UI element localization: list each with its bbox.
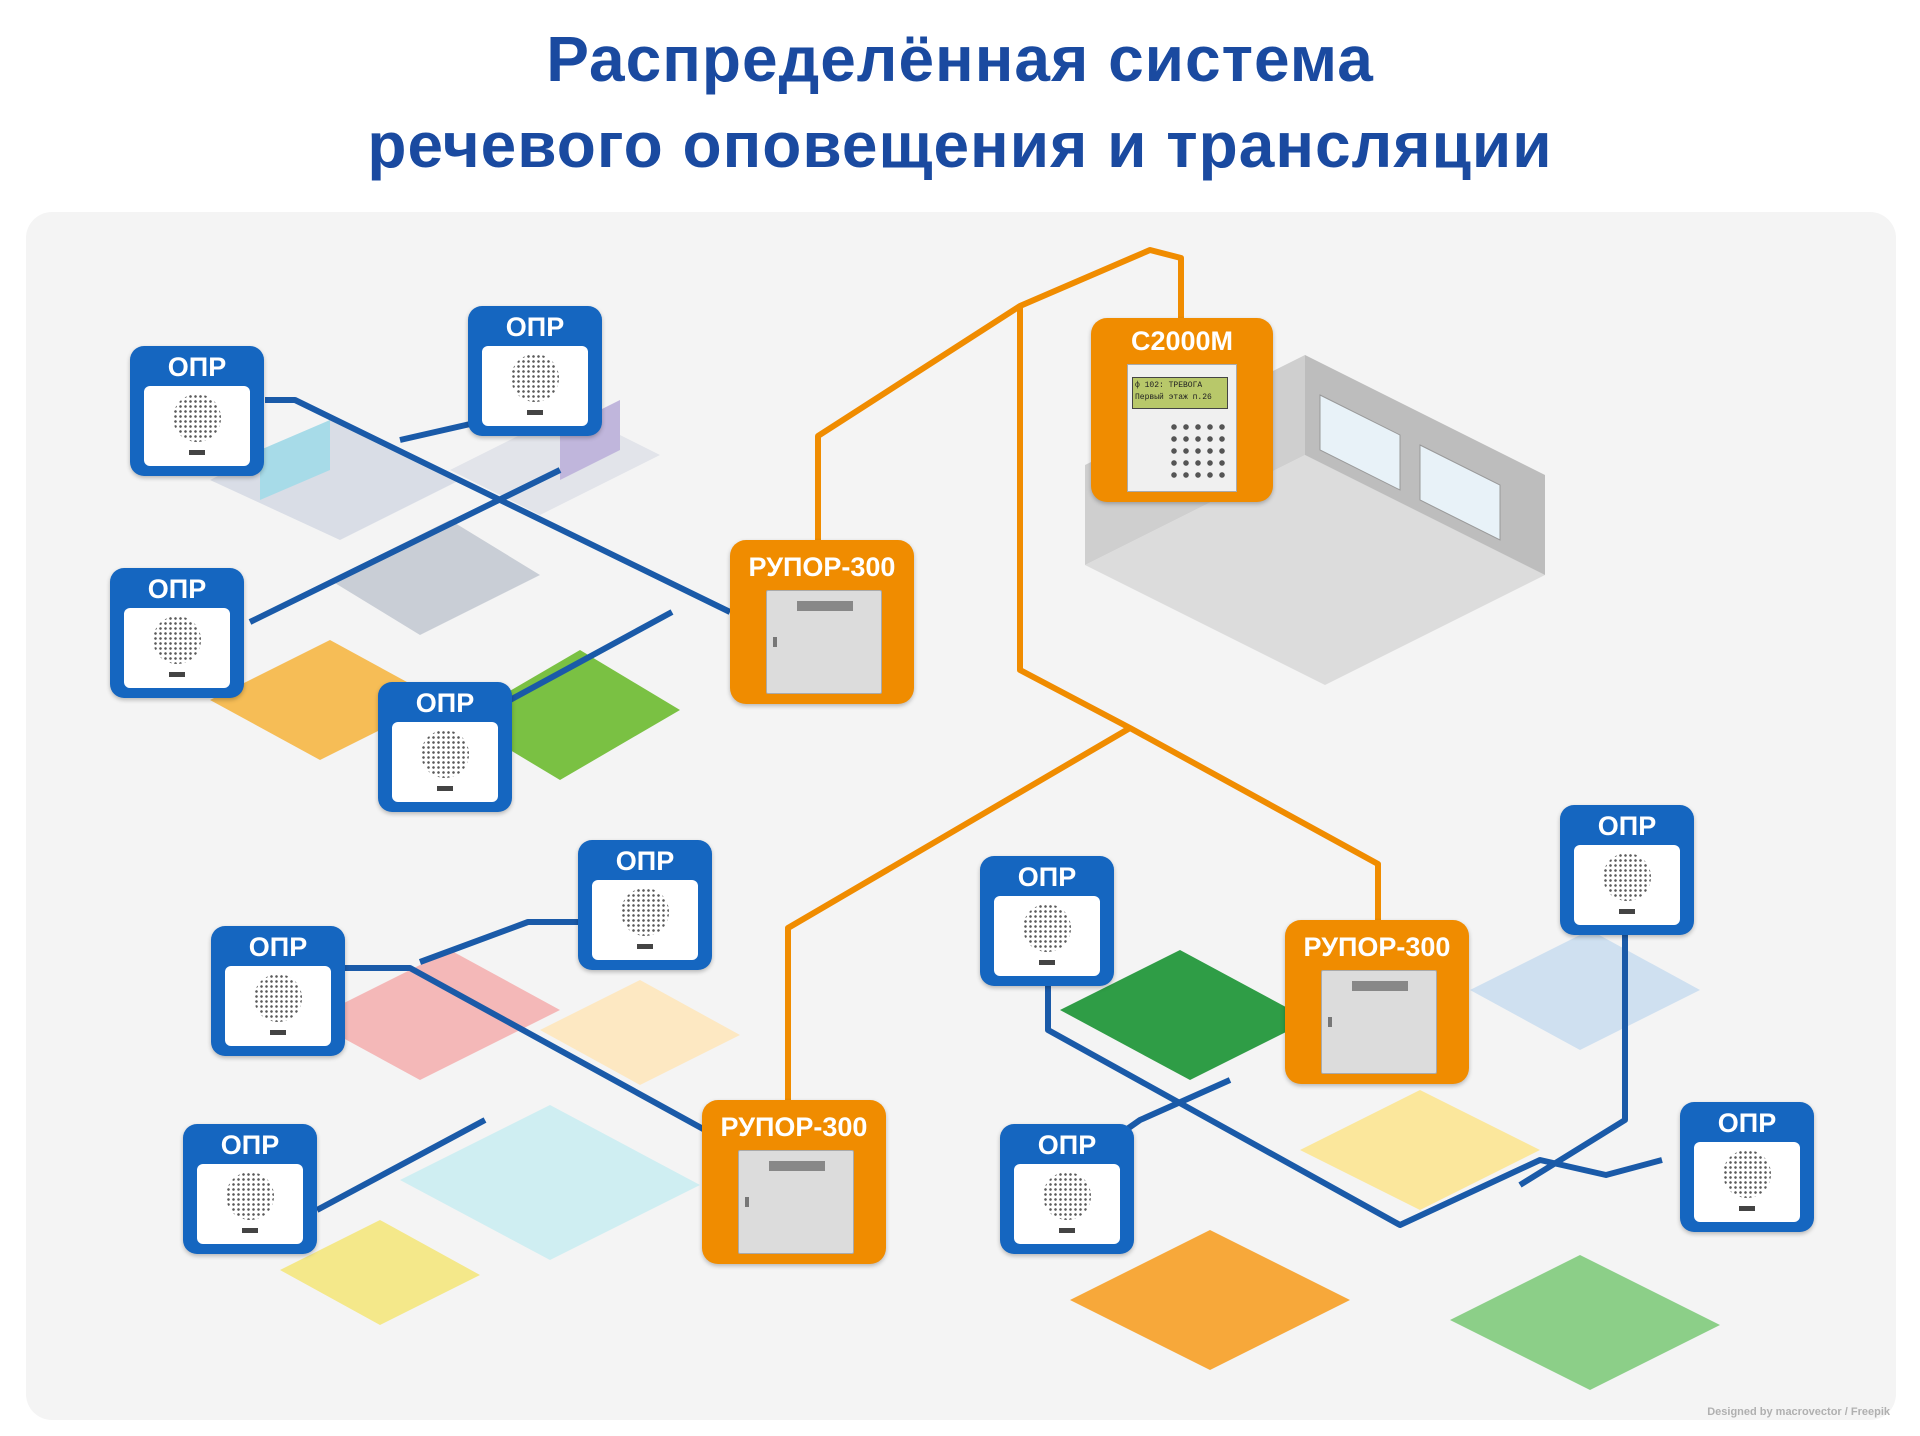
scene-mall-hall (210, 400, 680, 780)
speaker-grill-icon (1043, 1172, 1091, 1220)
opr-label: ОПР (167, 352, 227, 382)
page-title-line-2: речевого оповещения и трансляции (367, 109, 1553, 181)
speaker-grill-icon (1723, 1150, 1771, 1198)
opr-speaker-6[interactable]: ОПР (211, 926, 345, 1056)
brand-tag-icon (270, 1030, 286, 1035)
brand-tag-icon (1619, 909, 1635, 914)
speaker-grill-icon (1023, 904, 1071, 952)
opr-speaker-8[interactable]: ОПР (980, 856, 1114, 986)
speaker-face (1694, 1142, 1800, 1222)
controller-screen-line-1: ф 102: ТРЕВОГА (1135, 381, 1203, 390)
cabinet-plate (797, 601, 853, 611)
opr-speaker-11[interactable]: ОПР (1680, 1102, 1814, 1232)
brand-tag-icon (1739, 1206, 1755, 1211)
rupor-amplifier-3[interactable]: РУПОР-300 (702, 1100, 886, 1264)
brand-tag-icon (437, 786, 453, 791)
cabinet-lock (773, 637, 777, 647)
rupor-label: РУПОР-300 (748, 552, 896, 582)
brand-tag-icon (169, 672, 185, 677)
speaker-grill-icon (421, 730, 469, 778)
amplifier-cabinet-icon (766, 590, 882, 694)
cabinet-lock (745, 1197, 749, 1207)
speaker-face (197, 1164, 303, 1244)
brand-tag-icon (1039, 960, 1055, 965)
opr-label: ОПР (1037, 1130, 1097, 1160)
cabinet-lock (1328, 1017, 1332, 1027)
opr-speaker-3[interactable]: ОПР (110, 568, 244, 698)
brand-tag-icon (242, 1228, 258, 1233)
control-panel-icon: ф 102: ТРЕВОГА Первый этаж п.26 (1127, 364, 1237, 492)
opr-speaker-7[interactable]: ОПР (183, 1124, 317, 1254)
scene-shopping-center (1060, 930, 1720, 1390)
speaker-grill-icon (173, 394, 221, 442)
rupor-amplifier-1[interactable]: РУПОР-300 (730, 540, 914, 704)
opr-speaker-2[interactable]: ОПР (468, 306, 602, 436)
opr-speaker-5[interactable]: ОПР (578, 840, 712, 970)
brand-tag-icon (1059, 1228, 1075, 1233)
speaker-face (225, 966, 331, 1046)
scene-food-court (280, 950, 740, 1325)
opr-label: ОПР (505, 312, 565, 342)
c2000m-label: С2000М (1130, 326, 1234, 356)
opr-label: ОПР (1717, 1108, 1777, 1138)
opr-label: ОПР (248, 932, 308, 962)
rupor-label: РУПОР-300 (1303, 932, 1451, 962)
amplifier-cabinet-icon (738, 1150, 854, 1254)
cabinet-plate (769, 1161, 825, 1171)
opr-label: ОПР (1597, 811, 1657, 841)
keypad-icon (1168, 421, 1228, 483)
opr-speaker-9[interactable]: ОПР (1560, 805, 1694, 935)
speaker-grill-icon (153, 616, 201, 664)
controller-screen-line-2: Первый этаж п.26 (1135, 393, 1212, 402)
speaker-face (392, 722, 498, 802)
speaker-face (592, 880, 698, 960)
speaker-grill-icon (1603, 853, 1651, 901)
opr-speaker-10[interactable]: ОПР (1000, 1124, 1134, 1254)
rupor-label: РУПОР-300 (720, 1112, 868, 1142)
speaker-face (482, 346, 588, 426)
opr-label: ОПР (415, 688, 475, 718)
opr-label: ОПР (1017, 862, 1077, 892)
trunk-lines (785, 247, 1381, 1110)
brand-tag-icon (527, 410, 543, 415)
amplifier-cabinet-icon (1321, 970, 1437, 1074)
speaker-lines (248, 397, 1663, 1228)
opr-label: ОПР (615, 846, 675, 876)
cabinet-plate (1352, 981, 1408, 991)
c2000m-controller[interactable]: С2000М ф 102: ТРЕВОГА Первый этаж п.26 (1091, 318, 1273, 502)
speaker-face (124, 608, 230, 688)
opr-speaker-4[interactable]: ОПР (378, 682, 512, 812)
brand-tag-icon (189, 450, 205, 455)
speaker-grill-icon (511, 354, 559, 402)
speaker-face (144, 386, 250, 466)
brand-tag-icon (637, 944, 653, 949)
page-title-line-1: Распределённая система (546, 23, 1374, 95)
opr-label: ОПР (147, 574, 207, 604)
opr-label: ОПР (220, 1130, 280, 1160)
speaker-face (1014, 1164, 1120, 1244)
speaker-face (994, 896, 1100, 976)
speaker-grill-icon (226, 1172, 274, 1220)
speaker-grill-icon (621, 888, 669, 936)
rupor-amplifier-2[interactable]: РУПОР-300 (1285, 920, 1469, 1084)
opr-speaker-1[interactable]: ОПР (130, 346, 264, 476)
speaker-grill-icon (254, 974, 302, 1022)
controller-screen: ф 102: ТРЕВОГА Первый этаж п.26 (1132, 377, 1228, 409)
image-credit: Designed by macrovector / Freepik (1707, 1406, 1890, 1418)
speaker-face (1574, 845, 1680, 925)
